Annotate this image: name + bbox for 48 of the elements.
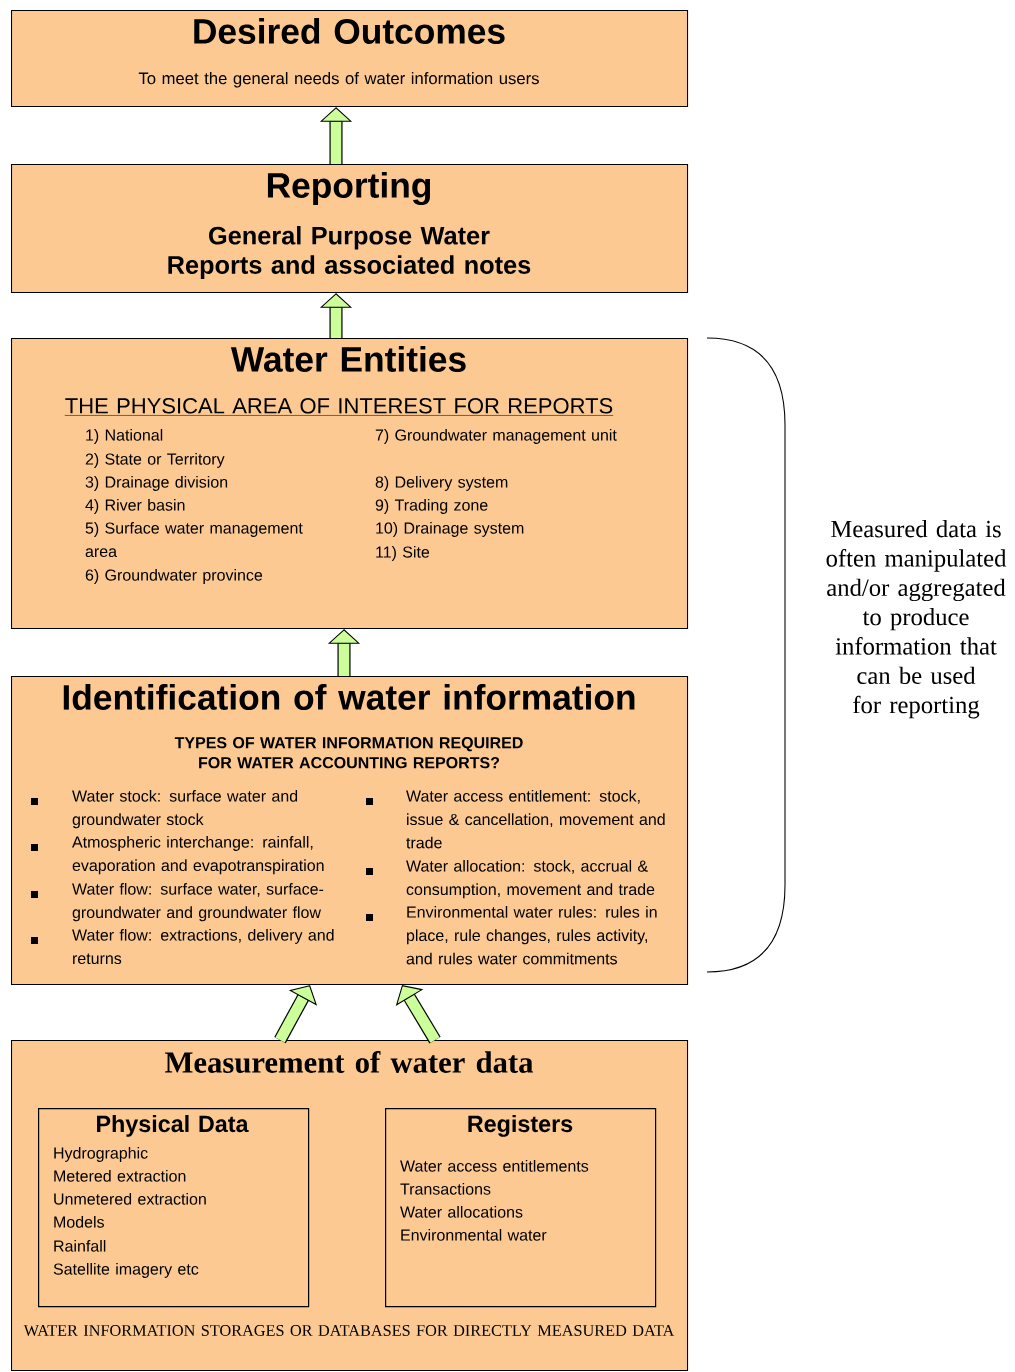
list-item: 8) Delivery system [375,476,508,491]
list-item: 3) Drainage division [85,476,228,491]
box-text: To meet the general needs of water information users [138,72,539,88]
list-item: Hydrographic [54,1147,148,1162]
box-title: Water Entities [230,346,466,372]
list-item: Water allocations [400,1206,523,1218]
process-box [385,1108,657,1308]
block-arrow [395,985,441,1044]
list-item: Metered extraction [54,1170,186,1182]
list-item: Water access entitlement: stock, issue & cancellation, movement and trade [406,790,665,849]
list-item: Environmental water rules: rules in place, rule changes, rules activity, and rules water commitments [406,906,657,965]
list-item: Water access entitlements [400,1160,589,1172]
box-title: Reporting [267,172,431,206]
box-title: Measurement of water data [165,1051,534,1073]
box-subtitle: General Purpose Water Reports and associated notes [168,226,531,279]
list-item: 6) Groundwater province [85,569,263,584]
box-title: Desired Outcomes [194,18,505,44]
list-item: 4) River basin [85,499,185,514]
list-item: 7) Groundwater management unit [375,429,617,444]
list-item: Transactions [400,1183,491,1195]
list-item: Water allocation: stock, accrual & consumption, movement and trade [406,860,655,899]
list-item: Unmetered extraction [54,1193,206,1205]
box-title: Physical Data [97,1115,249,1137]
list-item: Water flow: extractions, delivery and returns [72,929,334,965]
box-title: Registers [468,1115,573,1137]
list-item: 1) National [86,429,163,444]
list-item: 11) Site [376,546,430,561]
list-item: Atmospheric interchange: rainfall, evaporation and evapotranspiration [72,836,324,875]
list-item: Rainfall [54,1240,106,1252]
process-box [11,164,689,294]
list-item: Water stock: surface water and groundwater stock [72,790,298,829]
list-item: Satellite imagery etc [53,1263,199,1278]
process-box [11,338,689,630]
underlined-heading: THE PHYSICAL AREA OF INTEREST FOR REPORTS [64,398,614,416]
list-item: 10) Drainage system [376,522,524,537]
list-item: Environmental water [401,1229,547,1241]
list-item: 9) Trading zone [375,499,488,514]
box-text: WATER INFORMATION STORAGES OR DATABASES FOR DIRECTLY MEASURED DATA [23,1325,675,1337]
list-item: Models [54,1216,104,1228]
process-box [38,1108,310,1308]
process-box [11,676,689,986]
list-item: 2) State or Territory [85,453,225,468]
process-box [11,10,689,108]
list-item: 5) Surface water management area [85,522,303,558]
box-subtitle: TYPES OF WATER INFORMATION REQUIRED FOR WATER ACCOUNTING REPORTS? [174,737,523,769]
list-item: Water flow: surface water, surface-groundwater and groundwater flow [72,883,324,922]
side-note: Measured data is often manipulated and/or aggregated to produce information that can be used for reporting [826,520,1007,719]
box-title: Identification of water information [63,684,635,710]
